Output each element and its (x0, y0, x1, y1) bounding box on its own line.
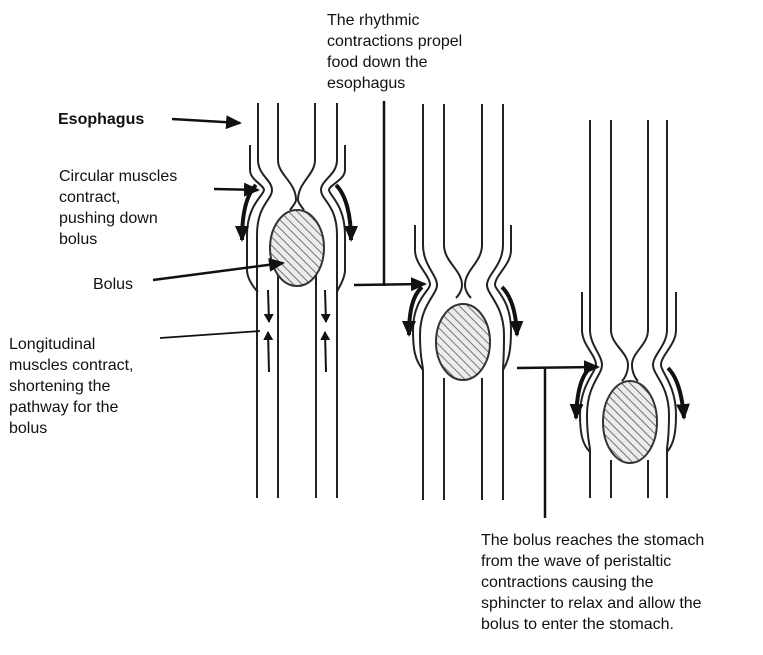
tube-wall (610, 120, 630, 382)
rhythmic-contractions-label: The rhythmic contractions propel food do… (327, 12, 463, 92)
bolus-1 (269, 209, 325, 287)
tube-wall (463, 104, 483, 299)
tube-wall (485, 104, 506, 500)
tube-wall (443, 104, 464, 299)
tube-wall (296, 103, 316, 211)
circular-muscles-pointer (213, 182, 260, 197)
rhythmic-pointer (353, 277, 427, 292)
circular-muscles-label: Circular muscles contract, pushing down … (59, 168, 178, 248)
push-arrow-left-1 (235, 183, 258, 242)
tube-wall (651, 120, 671, 498)
bolus-label: Bolus (93, 276, 134, 293)
longitudinal-arrow-up (320, 331, 331, 373)
esophagus-pointer (171, 115, 242, 130)
bolus-2 (435, 303, 491, 381)
muscle-band (493, 225, 513, 371)
tube-wall (418, 104, 439, 500)
muscle-band (327, 145, 346, 293)
esophagus-label: Esophagus (58, 111, 145, 128)
bolus-pointer (152, 257, 285, 282)
longitudinal-muscles-label: Longitudinal muscles contract, shortenin… (9, 336, 134, 437)
esophagus-segment-2 (411, 104, 513, 500)
longitudinal-arrow-up (263, 331, 274, 373)
bolus-3 (602, 380, 658, 464)
muscle-band (578, 292, 598, 453)
tube-wall (319, 103, 338, 498)
esophagus-segment-1 (246, 103, 346, 498)
muscle-band (246, 145, 266, 293)
tube-wall (256, 103, 274, 498)
longitudinal-arrow-down (263, 289, 274, 323)
stomach-pointer (516, 360, 600, 375)
esophagus-segment-3 (578, 120, 678, 498)
tube-wall (585, 120, 604, 498)
push-arrow-right-1 (334, 183, 358, 242)
longitudinal-arrow-down (320, 289, 331, 323)
tube-wall (277, 103, 298, 211)
muscle-band (411, 225, 432, 371)
stomach-entry-label: The bolus reaches the stomach from the w… (481, 532, 705, 633)
push-arrow-right-3 (666, 366, 690, 420)
muscle-band (659, 292, 678, 453)
longitudinal-pointer (159, 330, 261, 339)
tube-wall (630, 120, 649, 382)
push-arrow-right-2 (500, 285, 524, 337)
